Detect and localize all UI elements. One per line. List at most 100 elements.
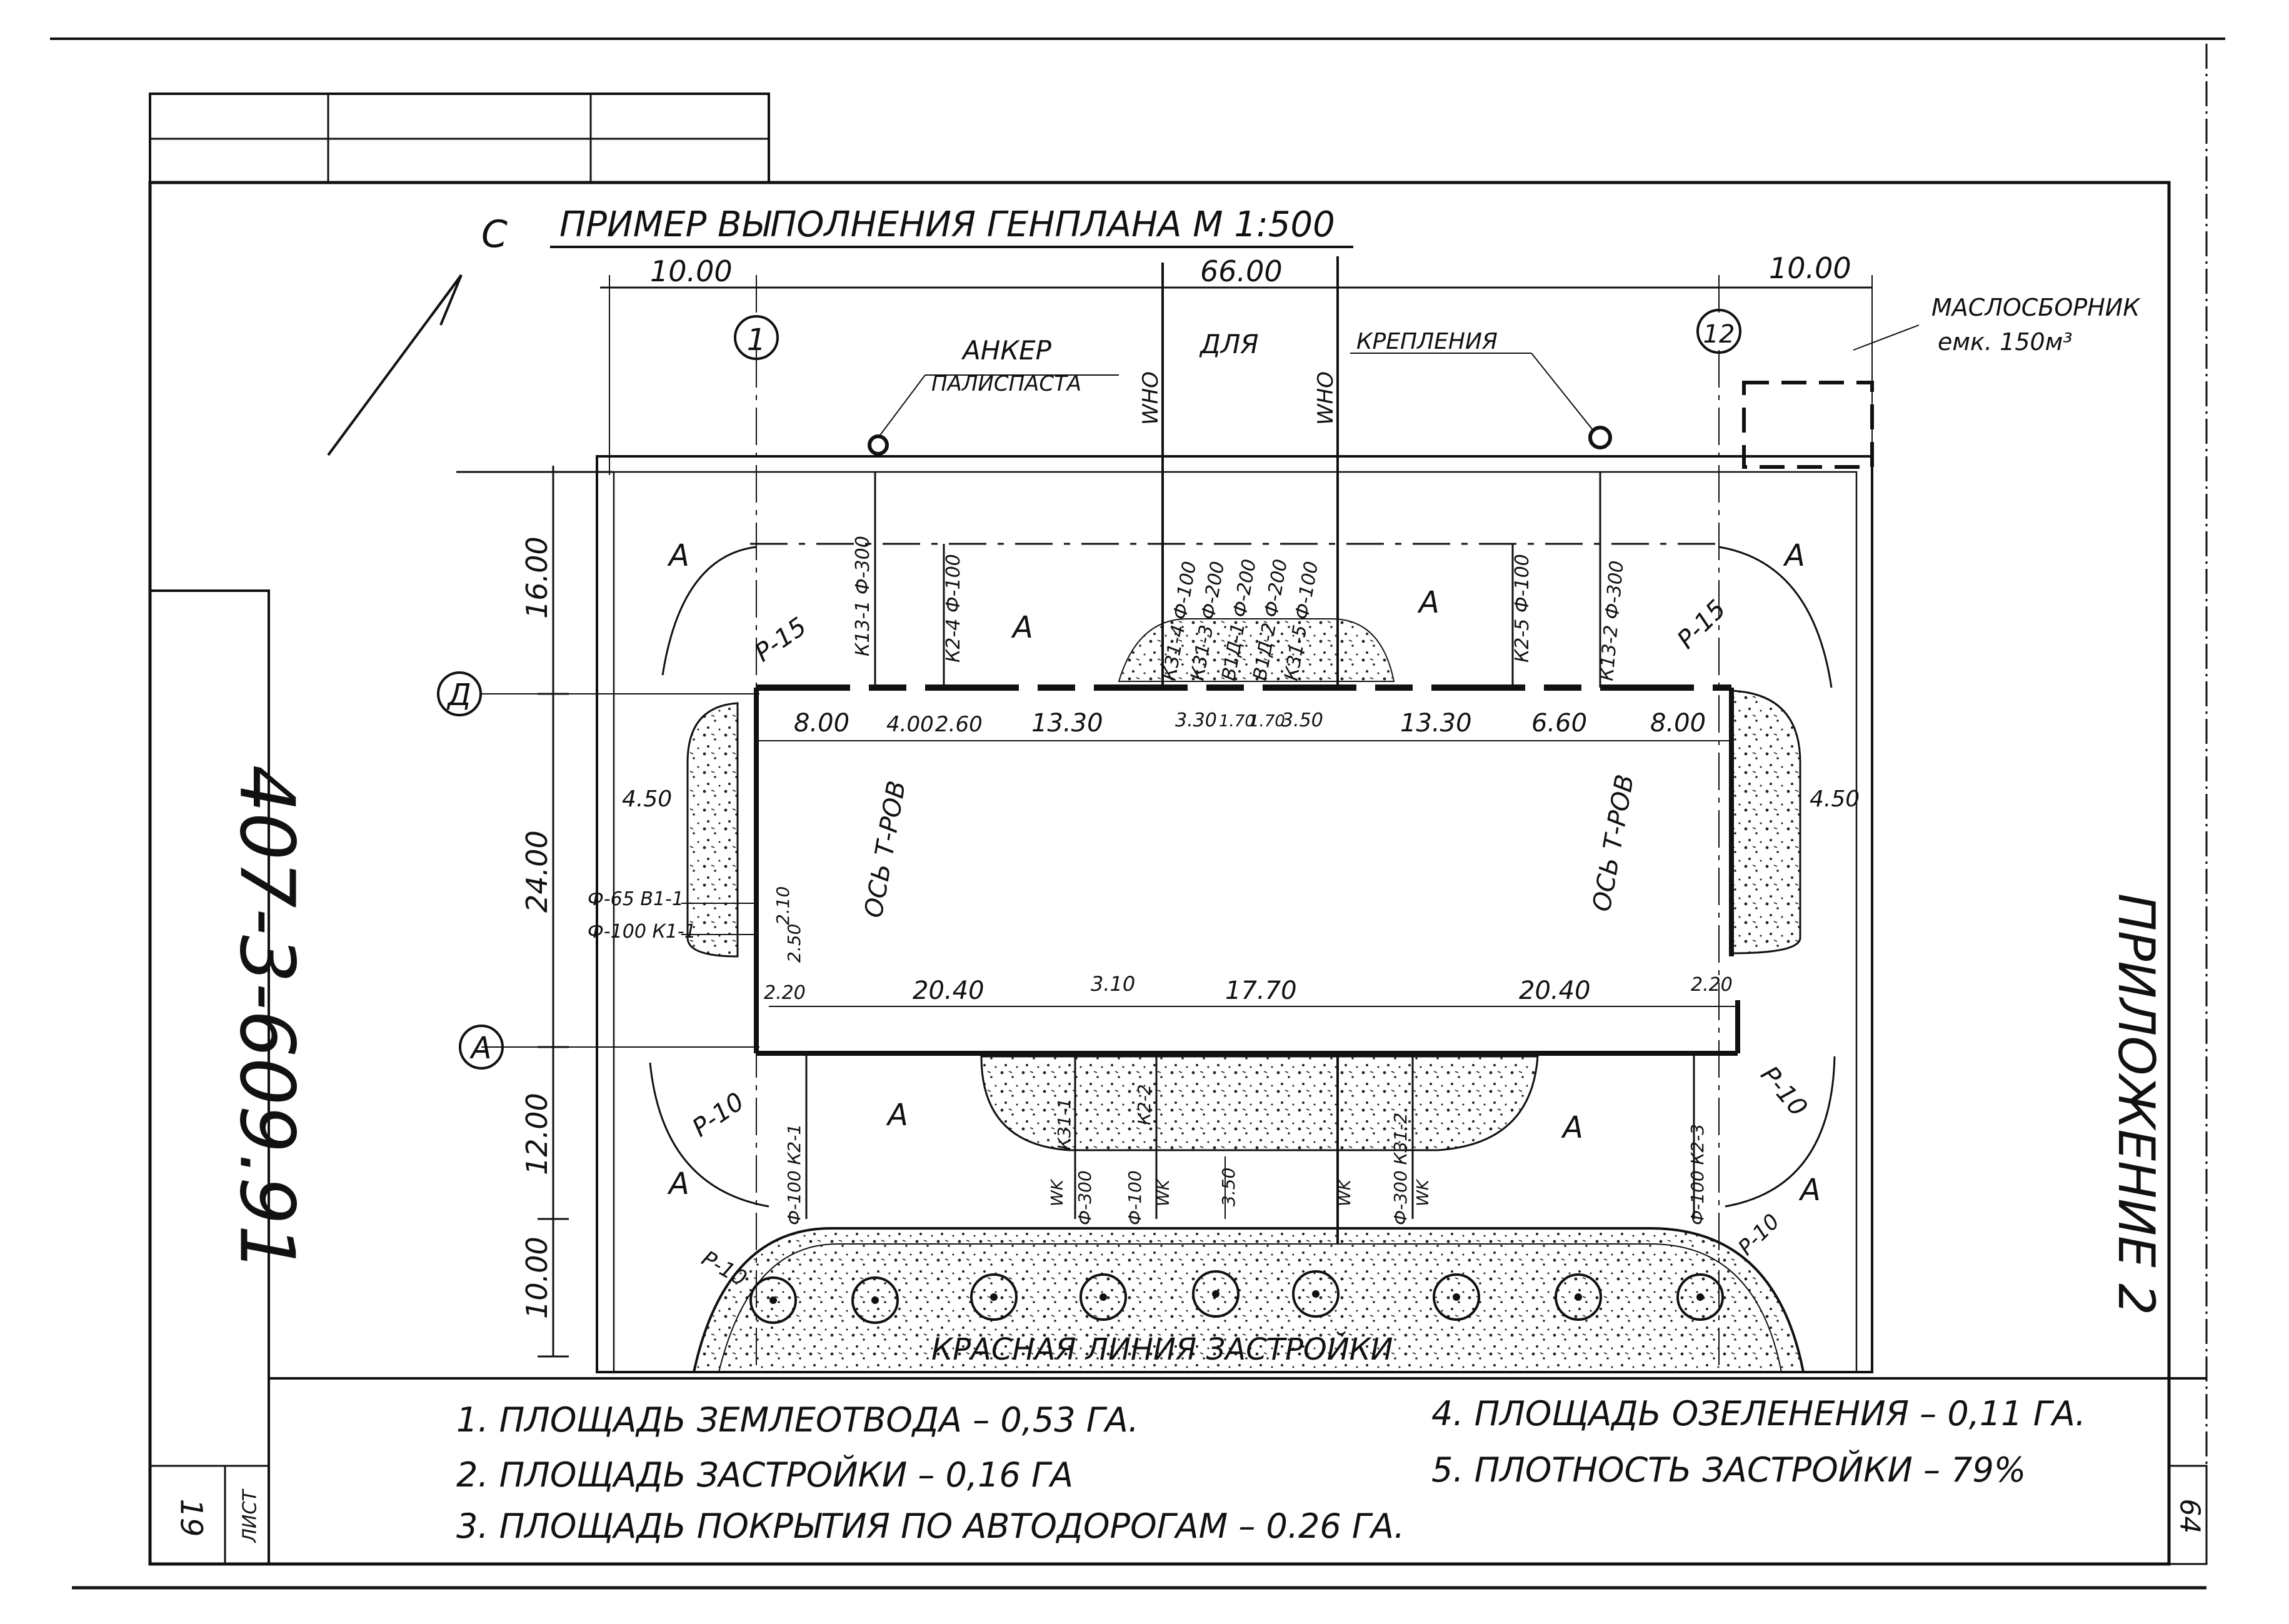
svg-text:Р-10: Р-10 xyxy=(1755,1061,1813,1122)
svg-text:КРЕПЛЕНИЯ: КРЕПЛЕНИЯ xyxy=(1356,329,1498,354)
svg-text:WK: WK xyxy=(1155,1178,1173,1206)
left-side-pipes: Ф-65 В1-1 Ф-100 К1-1 xyxy=(588,888,756,943)
svg-text:3.50: 3.50 xyxy=(1281,709,1323,731)
drawing-title: ПРИМЕР ВЫПОЛНЕНИЯ ГЕНПЛАНА М 1:500 xyxy=(559,204,1335,245)
svg-text:1: 1 xyxy=(747,323,766,358)
tree-icon xyxy=(1079,1273,1127,1321)
svg-text:13.30: 13.30 xyxy=(1400,709,1472,738)
tree-icon xyxy=(1433,1273,1480,1321)
svg-text:3.50: 3.50 xyxy=(1218,1168,1239,1206)
oil-collector: МАСЛОСБОРНИК емк. 150м³ xyxy=(1742,294,2141,469)
svg-text:К2-4 Ф-100: К2-4 Ф-100 xyxy=(943,554,964,663)
sheet-label: ЛИСТ xyxy=(239,1490,261,1543)
svg-text:17.70: 17.70 xyxy=(1225,976,1297,1005)
left-dim-12: 12.00 xyxy=(520,1093,554,1175)
svg-text:WHO: WHO xyxy=(1313,371,1338,425)
svg-text:ОСЬ Т-РОВ: ОСЬ Т-РОВ xyxy=(1588,773,1640,914)
north-label: С xyxy=(481,213,508,256)
top-utility-lines: К13-1 Ф-300 К2-4 Ф-100 К31-4 Ф-100 К31-3… xyxy=(750,256,1725,688)
building-axis-labels: ОСЬ Т-РОВ ОСЬ Т-РОВ xyxy=(859,773,1640,920)
svg-text:А: А xyxy=(886,1098,908,1133)
tree-icon xyxy=(970,1273,1018,1321)
svg-text:Ф-300: Ф-300 xyxy=(1074,1170,1095,1225)
anchor-label: АНКЕР ДЛЯ КРЕПЛЕНИЯ ПАЛИСПАСТА xyxy=(868,329,1612,456)
svg-text:4.50: 4.50 xyxy=(1810,786,1860,812)
svg-text:А: А xyxy=(667,1166,689,1201)
svg-text:Р-10: Р-10 xyxy=(1733,1209,1785,1260)
svg-text:WK: WK xyxy=(1414,1178,1433,1206)
svg-text:Ф-100 К1-1: Ф-100 К1-1 xyxy=(588,921,696,943)
svg-text:4. ПЛОЩАДЬ ОЗЕЛЕНЕНИЯ – 0,11: 4. ПЛОЩАДЬ ОЗЕЛЕНЕНИЯ – 0,11 ГА. xyxy=(1431,1394,2086,1433)
svg-text:4.00: 4.00 xyxy=(886,712,934,737)
svg-text:К31-1: К31-1 xyxy=(1054,1098,1074,1150)
svg-text:Р-15: Р-15 xyxy=(749,612,812,668)
left-dim-16: 16.00 xyxy=(520,536,554,619)
north-arrow-icon: С xyxy=(327,213,508,456)
left-dim-24: 24.00 xyxy=(520,830,554,913)
svg-text:Р-15: Р-15 xyxy=(1672,594,1732,654)
tree-icon xyxy=(1676,1273,1724,1321)
anchor-point-right-icon xyxy=(1588,426,1612,449)
svg-text:2.60: 2.60 xyxy=(935,712,983,737)
axis-marker-12: 12 xyxy=(1696,309,1741,354)
svg-text:20.40: 20.40 xyxy=(913,976,984,1005)
tree-icon xyxy=(749,1276,797,1324)
svg-text:Д: Д xyxy=(446,678,471,713)
left-dim-10: 10.00 xyxy=(520,1236,554,1319)
top-dim-right: 10.00 xyxy=(1769,251,1851,285)
svg-text:2.20: 2.20 xyxy=(1691,974,1733,996)
svg-text:3.30: 3.30 xyxy=(1175,709,1217,731)
green-areas xyxy=(686,618,1805,1373)
notes-left: 1. ПЛОЩАДЬ ЗЕМЛЕОТВОДА – 0,53 ГА. 2. ПЛО… xyxy=(456,1400,1405,1546)
svg-text:ПАЛИСПАСТА: ПАЛИСПАСТА xyxy=(931,371,1081,396)
svg-text:4.50: 4.50 xyxy=(622,786,672,812)
svg-text:МАСЛОСБОРНИК: МАСЛОСБОРНИК xyxy=(1931,294,2141,321)
tree-icon xyxy=(1555,1273,1602,1321)
svg-text:Ф-300 К31-2: Ф-300 К31-2 xyxy=(1390,1113,1411,1225)
svg-text:8.00: 8.00 xyxy=(1650,709,1706,738)
svg-text:2.10: 2.10 xyxy=(773,886,793,925)
svg-text:ДЛЯ: ДЛЯ xyxy=(1199,329,1259,359)
svg-text:2.20: 2.20 xyxy=(764,982,806,1004)
svg-text:АНКЕР: АНКЕР xyxy=(961,335,1052,366)
svg-text:А: А xyxy=(1011,610,1033,645)
axis-lines xyxy=(481,350,1720,1369)
lower-building-dims: 2.20 20.40 3.10 17.70 20.40 2.20 xyxy=(764,972,1738,1007)
sheet-frame xyxy=(50,38,2225,1590)
axis-marker-d: Д xyxy=(437,671,482,716)
svg-text:А: А xyxy=(667,538,689,573)
paved-zone-labels: А А А А А А А А xyxy=(667,538,1821,1208)
tree-icon xyxy=(1292,1270,1340,1318)
anchor-point-left-icon xyxy=(868,434,889,456)
bottom-utility-lines: Ф-100 К2-1 К31-1 Ф-300 К2-2 Ф-100 3.50 Ф… xyxy=(784,1053,1708,1244)
svg-text:ОСЬ Т-РОВ: ОСЬ Т-РОВ xyxy=(859,779,912,920)
svg-text:1.70: 1.70 xyxy=(1219,712,1255,731)
svg-text:WK: WK xyxy=(1336,1178,1355,1206)
radius-labels: Р-15 Р-15 Р-10 Р-10 Р-10 Р-10 xyxy=(687,594,1813,1291)
svg-text:Р-10: Р-10 xyxy=(687,1087,749,1143)
svg-text:А: А xyxy=(1783,538,1805,573)
svg-text:К2-5 Ф-100: К2-5 Ф-100 xyxy=(1511,554,1533,663)
svg-text:WHO: WHO xyxy=(1138,371,1163,425)
sheet-number-left: 19 xyxy=(173,1498,209,1537)
svg-text:Ф-100 К2-1: Ф-100 К2-1 xyxy=(784,1124,804,1225)
svg-text:13.30: 13.30 xyxy=(1031,709,1103,738)
svg-text:А: А xyxy=(1798,1173,1821,1208)
road-curves xyxy=(649,546,1836,1208)
top-dim-center: 66.00 xyxy=(1200,254,1283,288)
tree-icon xyxy=(1192,1270,1240,1318)
svg-text:К2-2: К2-2 xyxy=(1134,1084,1155,1125)
svg-text:12: 12 xyxy=(1703,320,1735,349)
svg-text:3.10: 3.10 xyxy=(1091,972,1135,996)
top-dimension-line: 10.00 66.00 10.00 xyxy=(600,251,1873,475)
axis-marker-1: 1 xyxy=(734,315,779,360)
tree-icon xyxy=(851,1276,899,1324)
side-dims: 4.50 4.50 2.10 2.50 xyxy=(622,786,1860,963)
document-number: 407-3-609.91 xyxy=(223,764,310,1273)
left-dimension-line: 16.00 24.00 12.00 10.00 xyxy=(520,466,569,1358)
svg-text:8.00: 8.00 xyxy=(794,709,849,738)
svg-text:3. ПЛОЩАДЬ ПОКРЫТИЯ ПО АВТОДО: 3. ПЛОЩАДЬ ПОКРЫТИЯ ПО АВТОДОРОГАМ – 0.2… xyxy=(456,1506,1405,1546)
svg-text:К13-1 Ф-300: К13-1 Ф-300 xyxy=(852,536,874,656)
notes-right: 4. ПЛОЩАДЬ ОЗЕЛЕНЕНИЯ – 0,11 ГА. 5. ПЛОТ… xyxy=(1431,1394,2086,1490)
svg-text:1.70: 1.70 xyxy=(1249,712,1285,731)
